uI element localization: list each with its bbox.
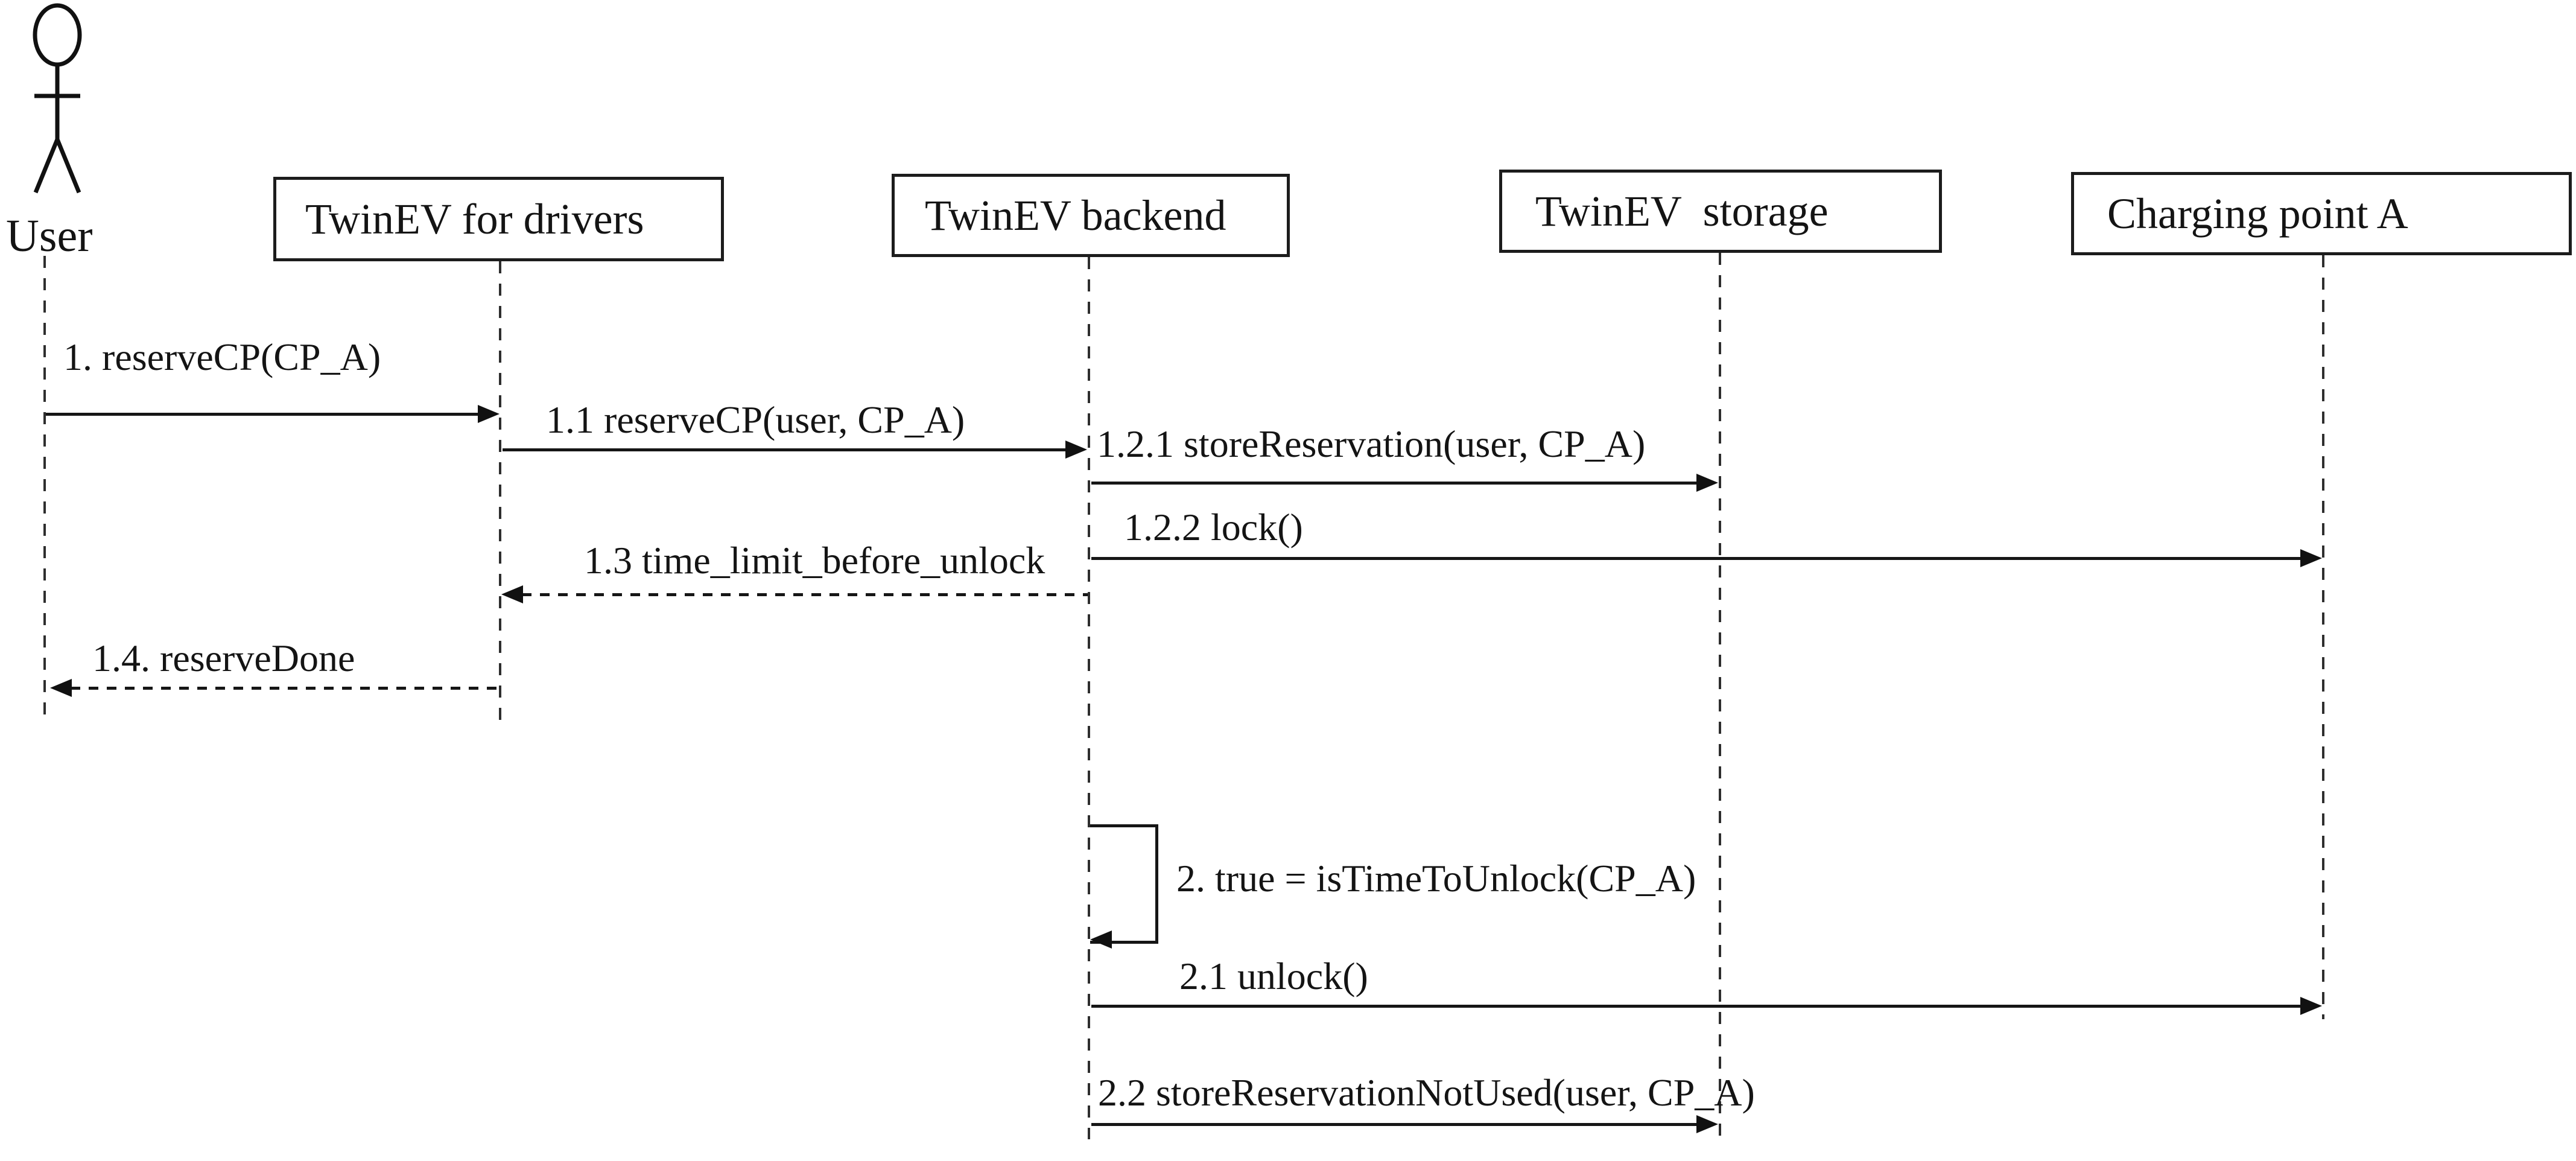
lifeline-user — [43, 256, 46, 722]
lifeline-head-charging-point-a: Charging point A — [2071, 172, 2572, 255]
arrowhead-left-icon — [50, 679, 72, 697]
arrowhead-right-icon — [1065, 441, 1087, 459]
message-2-self-loop — [1090, 824, 1158, 944]
message-1-4-label: 1.4. reserveDone — [92, 637, 355, 679]
arrowhead-right-icon — [2300, 549, 2322, 567]
message-2-1-line — [1091, 1005, 2300, 1008]
lifeline-twinev-backend — [1088, 257, 1090, 1139]
message-1-2-1-line — [1091, 482, 1696, 485]
message-2-2-line — [1091, 1123, 1696, 1126]
actor-label: User — [6, 211, 93, 261]
lifeline-head-twinev-backend: TwinEV backend — [892, 174, 1290, 257]
arrowhead-right-icon — [1696, 1115, 1718, 1133]
message-1-3-label: 1.3 time_limit_before_unlock — [584, 539, 1045, 582]
lifeline-head-twinev-storage: TwinEV storage — [1499, 170, 1942, 253]
message-2-1-label: 2.1 unlock() — [1179, 955, 1368, 997]
arrowhead-left-icon — [1090, 930, 1112, 949]
lifeline-twinev-for-drivers — [499, 261, 501, 722]
message-1-1-label: 1.1 reserveCP(user, CP_A) — [546, 398, 965, 441]
lifeline-label: TwinEV backend — [925, 191, 1226, 240]
lifeline-twinev-storage — [1719, 253, 1721, 1136]
message-2-2-label: 2.2 storeReservationNotUsed(user, CP_A) — [1098, 1071, 1755, 1114]
message-1-2-2-line — [1091, 557, 2300, 560]
actor-user-icon — [33, 3, 82, 194]
arrowhead-left-icon — [501, 585, 523, 603]
arrowhead-right-icon — [478, 405, 500, 423]
lifeline-head-twinev-for-drivers: TwinEV for drivers — [273, 177, 724, 261]
message-1-3-line — [522, 593, 1088, 596]
lifeline-charging-point-a — [2322, 255, 2324, 1019]
message-1-4-line — [71, 687, 500, 690]
arrowhead-right-icon — [2300, 997, 2322, 1015]
message-1-line — [46, 413, 478, 416]
message-1-2-2-label: 1.2.2 lock() — [1124, 506, 1303, 549]
lifeline-label: TwinEV for drivers — [305, 194, 644, 243]
message-1-1-line — [503, 448, 1065, 451]
lifeline-label: Charging point A — [2107, 189, 2408, 238]
message-1-2-1-label: 1.2.1 storeReservation(user, CP_A) — [1097, 422, 1646, 465]
lifeline-label: TwinEV storage — [1535, 186, 1829, 235]
message-1-label: 1. reserveCP(CP_A) — [63, 336, 381, 378]
message-2-label: 2. true = isTimeToUnlock(CP_A) — [1176, 857, 1696, 900]
arrowhead-right-icon — [1696, 474, 1718, 492]
